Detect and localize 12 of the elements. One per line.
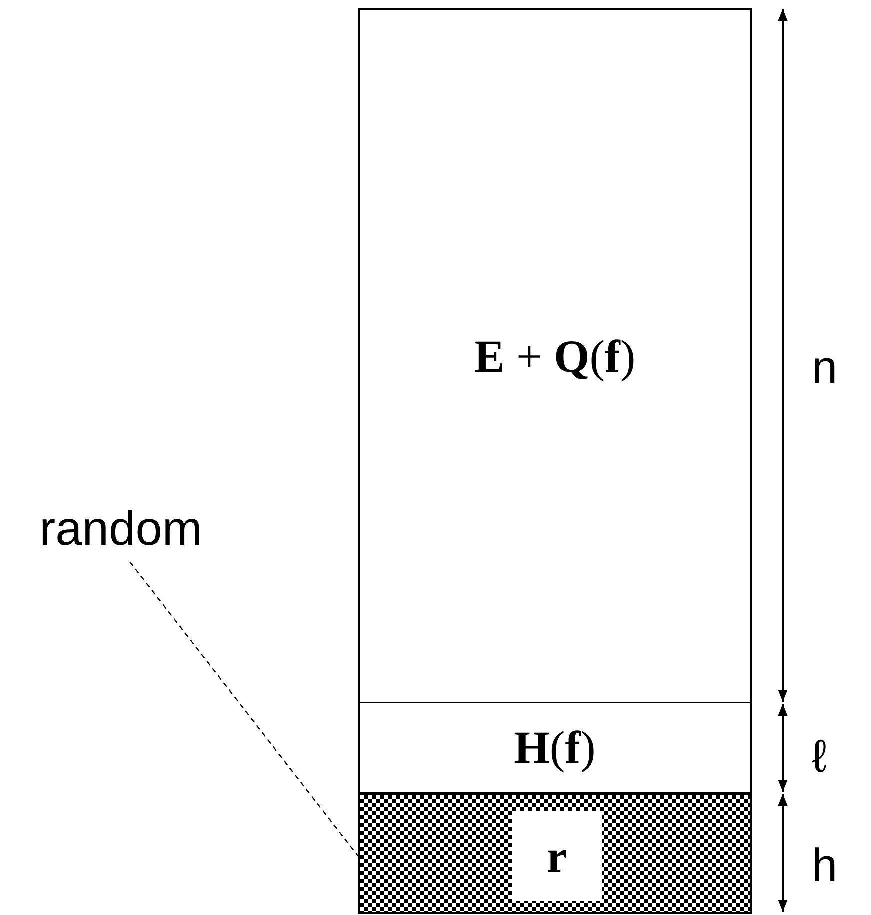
checkered-band — [358, 793, 752, 914]
formula-label: E + Q(f) — [474, 330, 636, 382]
variable-label: r — [546, 830, 568, 882]
formula-label: H(f) — [514, 721, 596, 774]
dimension-label: h — [812, 842, 838, 888]
middle-block — [358, 703, 752, 794]
inner-box — [512, 811, 602, 901]
upper-block — [358, 8, 752, 704]
random-label: random — [40, 502, 202, 556]
leader-line — [130, 562, 358, 856]
dimension-label: ℓ — [812, 733, 827, 779]
dimension-label: n — [812, 344, 838, 390]
